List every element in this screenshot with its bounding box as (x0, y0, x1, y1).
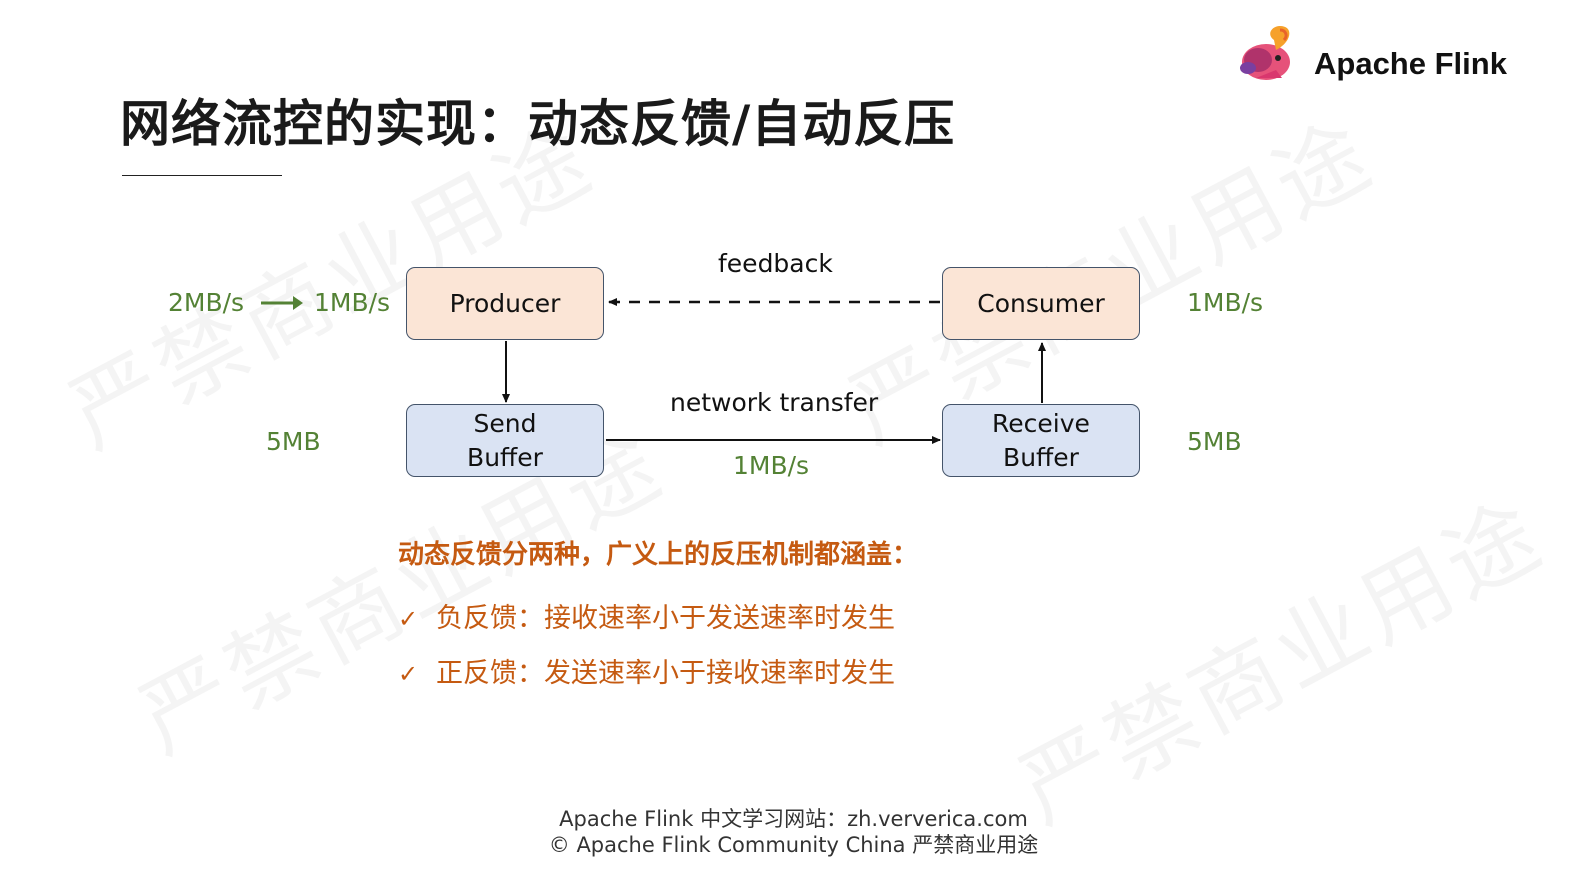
list-item-text: 正反馈：发送速率小于接收速率时发生 (436, 658, 895, 689)
producer-label: Producer (449, 288, 561, 318)
send-buffer-label: Send Buffer (467, 408, 543, 472)
receive-buffer-label: Receive Buffer (992, 408, 1090, 472)
receive-buffer-box: Receive Buffer (942, 404, 1140, 477)
title-underline (122, 175, 282, 176)
flink-squirrel-logo-icon (1240, 26, 1290, 80)
receive-buffer-size: 5MB (1187, 427, 1242, 456)
page-title: 网络流控的实现：动态反馈/自动反压 (120, 95, 956, 153)
list-item-text: 负反馈：接收速率小于发送速率时发生 (436, 603, 895, 634)
feedback-label: feedback (718, 249, 833, 278)
consumer-box: Consumer (942, 267, 1140, 340)
check-icon: ✓ (398, 605, 419, 633)
transfer-rate: 1MB/s (733, 451, 810, 480)
consumer-rate: 1MB/s (1187, 288, 1264, 317)
check-icon: ✓ (398, 660, 419, 688)
consumer-label: Consumer (977, 288, 1105, 318)
list-item: ✓ 负反馈：接收速率小于发送速率时发生 (398, 596, 895, 635)
network-transfer-label: network transfer (670, 388, 879, 417)
brand-name: Apache Flink (1314, 46, 1507, 81)
footer-copyright: © Apache Flink Community China 严禁商业用途 (548, 833, 1039, 857)
producer-input-rate: 2MB/s (168, 288, 245, 317)
list-item: ✓ 正反馈：发送速率小于接收速率时发生 (398, 651, 895, 690)
rate-drop-arrow-icon (261, 296, 303, 310)
watermark: 严禁商业用途 (993, 462, 1563, 847)
send-buffer-box: Send Buffer (406, 404, 604, 477)
send-buffer-size: 5MB (266, 427, 321, 456)
footer-website: Apache Flink 中文学习网站：zh.ververica.com (559, 807, 1028, 831)
producer-box: Producer (406, 267, 604, 340)
producer-output-rate: 1MB/s (314, 288, 391, 317)
notes-heading: 动态反馈分两种，广义上的反压机制都涵盖： (398, 540, 919, 570)
